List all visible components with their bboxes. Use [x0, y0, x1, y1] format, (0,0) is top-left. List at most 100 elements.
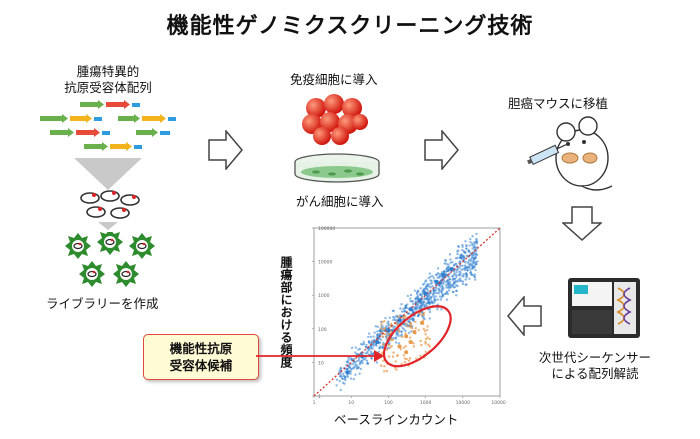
cloud-point-highlight — [428, 345, 431, 348]
cloud-point-highlight — [425, 328, 429, 332]
cloud-point — [453, 272, 456, 275]
cloud-point — [434, 289, 438, 292]
cloud-point-highlight — [419, 339, 422, 343]
cloud-point — [432, 276, 435, 280]
cloud-point-highlight — [406, 325, 409, 328]
cloud-point — [423, 304, 426, 307]
cloud-point-highlight — [383, 370, 386, 373]
cloud-point-highlight — [415, 357, 418, 360]
cloud-point — [438, 276, 441, 279]
cloud-point-highlight — [387, 333, 390, 336]
cloud-point-highlight — [403, 360, 407, 364]
cloud-point — [468, 244, 471, 247]
cloud-point — [377, 350, 380, 354]
cloud-point — [464, 261, 467, 264]
cloud-point — [374, 325, 378, 328]
cloud-point-highlight — [422, 313, 425, 317]
cloud-point — [462, 250, 466, 253]
cloud-point — [411, 302, 415, 306]
cloud-point — [404, 329, 407, 333]
cloud-point — [419, 287, 422, 290]
cloud-point-highlight — [402, 346, 405, 349]
cloud-point — [437, 287, 441, 291]
diagonal-line — [313, 227, 501, 397]
cloud-point — [470, 273, 473, 276]
cloud-point-highlight — [388, 346, 392, 349]
callout-line2: 受容体候補 — [169, 358, 233, 373]
cloud-point — [376, 325, 380, 328]
cloud-point — [460, 268, 463, 271]
cloud-point — [449, 258, 452, 261]
cloud-point-highlight — [424, 333, 427, 336]
cloud-point — [461, 280, 465, 283]
cloud-point — [451, 261, 454, 264]
cloud-point-highlight — [385, 348, 389, 351]
cloud-point — [376, 333, 379, 336]
cloud-point — [349, 372, 352, 376]
cloud-point — [449, 281, 452, 284]
cloud-point — [436, 308, 439, 311]
cloud-point-highlight — [412, 345, 416, 348]
cloud-point — [370, 350, 373, 354]
cloud-point — [454, 263, 458, 266]
x-tick-label-1: 10 — [348, 400, 354, 406]
tumor-antigen-label-line1: 腫瘍特異的 — [76, 64, 140, 79]
cloud-point — [409, 293, 413, 297]
cloud-point — [462, 275, 465, 278]
cloud-point — [416, 294, 420, 298]
cloud-point — [473, 240, 476, 244]
cloud-point — [440, 290, 443, 293]
cloud-point — [430, 281, 433, 285]
cloud-point — [429, 291, 433, 294]
cloud-point — [461, 245, 464, 249]
petri-dish-icon — [294, 153, 380, 183]
x-tick-label-2: 100 — [384, 400, 393, 406]
cloud-point — [469, 251, 472, 254]
cloud-point — [448, 253, 452, 256]
cloud-point-highlight — [419, 354, 422, 357]
cloud-point — [422, 316, 425, 320]
cloud-point — [455, 294, 458, 297]
cloud-point-highlight — [396, 354, 399, 358]
cloud-point — [471, 267, 474, 270]
cloud-point — [417, 314, 420, 317]
series-1-point-0 — [397, 344, 402, 349]
cloud-point-highlight — [395, 368, 398, 371]
cloud-point-highlight — [392, 351, 395, 354]
cloud-point-highlight — [379, 323, 383, 326]
cloud-point — [335, 384, 338, 387]
cloud-point-highlight — [404, 345, 407, 348]
cloud-point-highlight — [424, 350, 427, 354]
cloud-point — [461, 282, 465, 286]
cloud-point — [349, 377, 353, 380]
sequence-fragments-icon — [40, 100, 176, 151]
cloud-point — [443, 269, 446, 273]
cloud-point — [409, 297, 412, 300]
cloud-point — [379, 329, 382, 332]
cloud-point — [347, 356, 350, 359]
cloud-point — [349, 367, 353, 371]
cloud-point — [433, 301, 436, 304]
cloud-point — [358, 356, 361, 360]
cloud-point — [363, 358, 367, 361]
cloud-point — [435, 273, 439, 276]
cloud-point — [425, 304, 429, 308]
series-0-point-2 — [375, 340, 380, 345]
cloud-point-highlight — [394, 360, 397, 363]
cloud-point — [419, 293, 422, 297]
cloud-point — [400, 333, 404, 336]
cloud-point — [357, 348, 360, 351]
cloud-point — [465, 283, 468, 286]
cloud-point — [429, 275, 432, 278]
cloud-point — [446, 282, 450, 286]
cloud-point — [420, 304, 424, 308]
cloud-point — [451, 274, 454, 278]
y-tick-label-0: 1 — [318, 394, 321, 400]
cloud-point — [445, 267, 448, 271]
cloud-point — [371, 339, 374, 343]
cloud-point — [449, 284, 452, 287]
cloud-point-highlight — [383, 327, 387, 330]
cloud-point-highlight — [403, 316, 406, 319]
cloud-point — [393, 316, 396, 319]
cloud-point — [447, 265, 451, 269]
